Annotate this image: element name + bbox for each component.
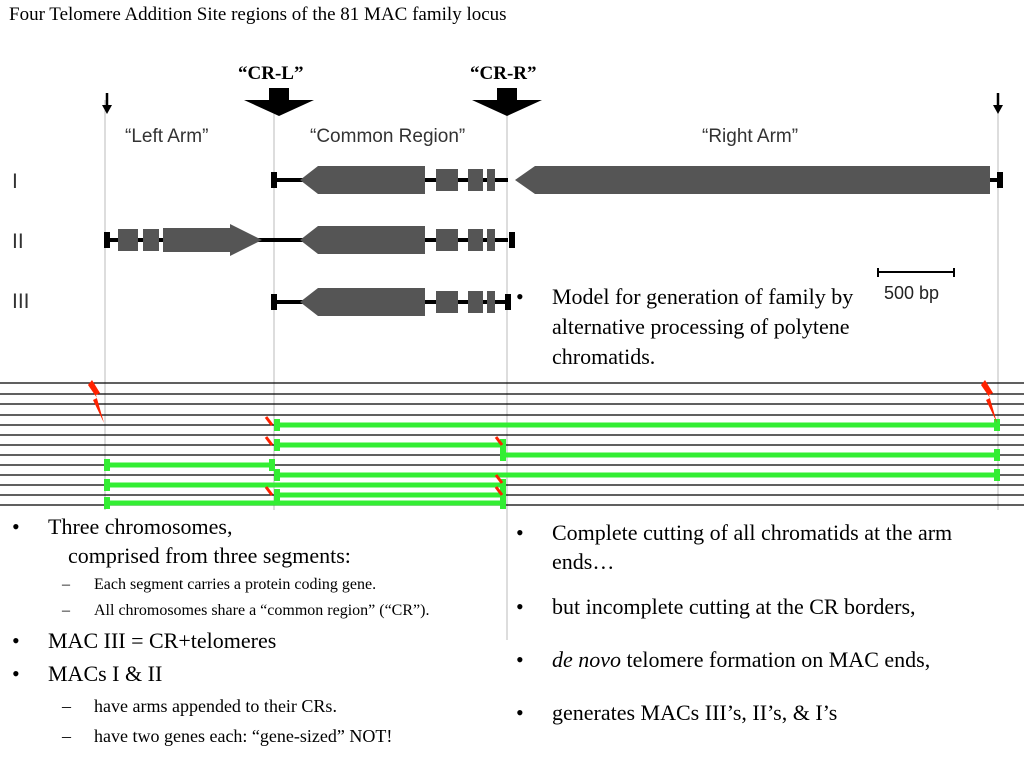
gene-maps bbox=[104, 166, 1003, 316]
bullet-generates-macs: generates MACs III’s, II’s, & I’s bbox=[504, 698, 1019, 727]
arm-end-arrow-head bbox=[102, 105, 112, 114]
mac-telomere-end bbox=[104, 479, 110, 491]
mac-telomere-end bbox=[500, 479, 506, 491]
right-bullet-list: Complete cutting of all chromatids at th… bbox=[504, 518, 1019, 727]
left-bullet-list: Three chromosomes, comprised from three … bbox=[0, 512, 500, 748]
telomere-end bbox=[271, 172, 277, 188]
scale-bar bbox=[877, 268, 955, 277]
sub-bullet: Each segment carries a protein coding ge… bbox=[0, 574, 500, 596]
exon-block bbox=[468, 229, 483, 251]
mac-telomere-end bbox=[994, 469, 1000, 481]
bullet-incomplete-cutting: but incomplete cutting at the CR borders… bbox=[504, 592, 1019, 621]
sub-bullet-group: have arms appended to their CRs. have tw… bbox=[0, 694, 500, 748]
cr-border-arrow bbox=[472, 88, 542, 116]
mac-telomere-end bbox=[994, 449, 1000, 461]
bullet-complete-cutting: Complete cutting of all chromatids at th… bbox=[504, 518, 1019, 576]
telomere-end bbox=[509, 232, 515, 248]
cut-mark bbox=[264, 416, 274, 426]
telomere-end bbox=[271, 294, 277, 310]
row-label-iii: III bbox=[12, 290, 30, 313]
exon-block bbox=[487, 229, 495, 251]
telomere-end bbox=[997, 172, 1003, 188]
mac-telomere-end bbox=[500, 489, 506, 501]
mac-telomere-end bbox=[274, 469, 280, 481]
exon-block bbox=[436, 229, 458, 251]
cut-mark bbox=[494, 474, 504, 484]
sub-bullet: have arms appended to their CRs. bbox=[0, 694, 500, 718]
bullet-mac-iii: MAC III = CR+telomeres bbox=[0, 626, 500, 655]
sub-bullet: All chromosomes share a “common region” … bbox=[0, 600, 500, 622]
right-arm-label: “Right Arm” bbox=[702, 126, 799, 147]
mac-telomere-end bbox=[274, 489, 280, 501]
row-label-i: I bbox=[12, 170, 18, 193]
sub-bullet-group: Each segment carries a protein coding ge… bbox=[0, 574, 500, 622]
mac-telomere-end bbox=[104, 497, 110, 509]
cut-mark bbox=[264, 486, 274, 496]
bullet-de-novo: de novo telomere formation on MAC ends, bbox=[504, 645, 1019, 674]
exon-block bbox=[436, 291, 458, 313]
arm-end-arrow-head bbox=[993, 105, 1003, 114]
mac-telomere-end bbox=[274, 419, 280, 431]
mac-telomere-end bbox=[269, 459, 275, 471]
bullet-emphasis: de novo bbox=[552, 647, 622, 672]
telomere-end bbox=[104, 232, 110, 248]
bullet-text-continuation: comprised from three segments: bbox=[68, 543, 351, 568]
cr-right-label: “CR-R” bbox=[470, 63, 537, 84]
cut-mark bbox=[494, 436, 504, 446]
cut-mark bbox=[264, 436, 274, 446]
mac-molecules bbox=[104, 419, 1000, 509]
bullet-three-chromosomes: Three chromosomes, comprised from three … bbox=[0, 512, 500, 570]
bullet-text: telomere formation on MAC ends, bbox=[621, 647, 931, 672]
left-arm-gene bbox=[163, 224, 262, 256]
mac-telomere-end bbox=[500, 449, 506, 461]
mac-telomere-end bbox=[994, 419, 1000, 431]
common-region-gene bbox=[300, 166, 425, 194]
mac-telomere-end bbox=[500, 497, 506, 509]
scale-bar-label: 500 bp bbox=[884, 283, 940, 303]
common-region-label: “Common Region” bbox=[310, 126, 466, 147]
exon-block bbox=[436, 169, 458, 191]
sub-bullet: have two genes each: “gene-sized” NOT! bbox=[0, 724, 500, 748]
right-arm-gene bbox=[515, 166, 990, 194]
common-region-gene bbox=[300, 288, 425, 316]
cut-marks bbox=[88, 380, 997, 496]
cut-mark bbox=[494, 486, 504, 496]
model-bullet: Model for generation of family by altern… bbox=[504, 282, 884, 372]
bullet-macs-i-ii: MACs I & II bbox=[0, 659, 500, 688]
exon-block bbox=[487, 291, 495, 313]
cut-site-arrows bbox=[102, 88, 1003, 116]
page-title: Four Telomere Addition Site regions of t… bbox=[9, 4, 507, 25]
cr-left-label: “CR-L” bbox=[238, 63, 304, 84]
exon-block bbox=[468, 169, 483, 191]
bullet-text: Three chromosomes, bbox=[48, 514, 233, 539]
mac-telomere-end bbox=[274, 439, 280, 451]
exon-block bbox=[118, 229, 138, 251]
cr-border-arrow bbox=[244, 88, 314, 116]
cut-lightning-bolt bbox=[88, 380, 104, 423]
row-label-ii: II bbox=[12, 230, 24, 253]
exon-block bbox=[468, 291, 483, 313]
exon-block bbox=[143, 229, 159, 251]
cut-lightning-bolt bbox=[981, 380, 997, 423]
mac-telomere-end bbox=[104, 459, 110, 471]
model-bullet-text: Model for generation of family by altern… bbox=[504, 282, 884, 372]
common-region-gene bbox=[300, 226, 425, 254]
left-arm-label: “Left Arm” bbox=[125, 126, 209, 147]
mac-telomere-end bbox=[500, 439, 506, 451]
exon-block bbox=[487, 169, 495, 191]
